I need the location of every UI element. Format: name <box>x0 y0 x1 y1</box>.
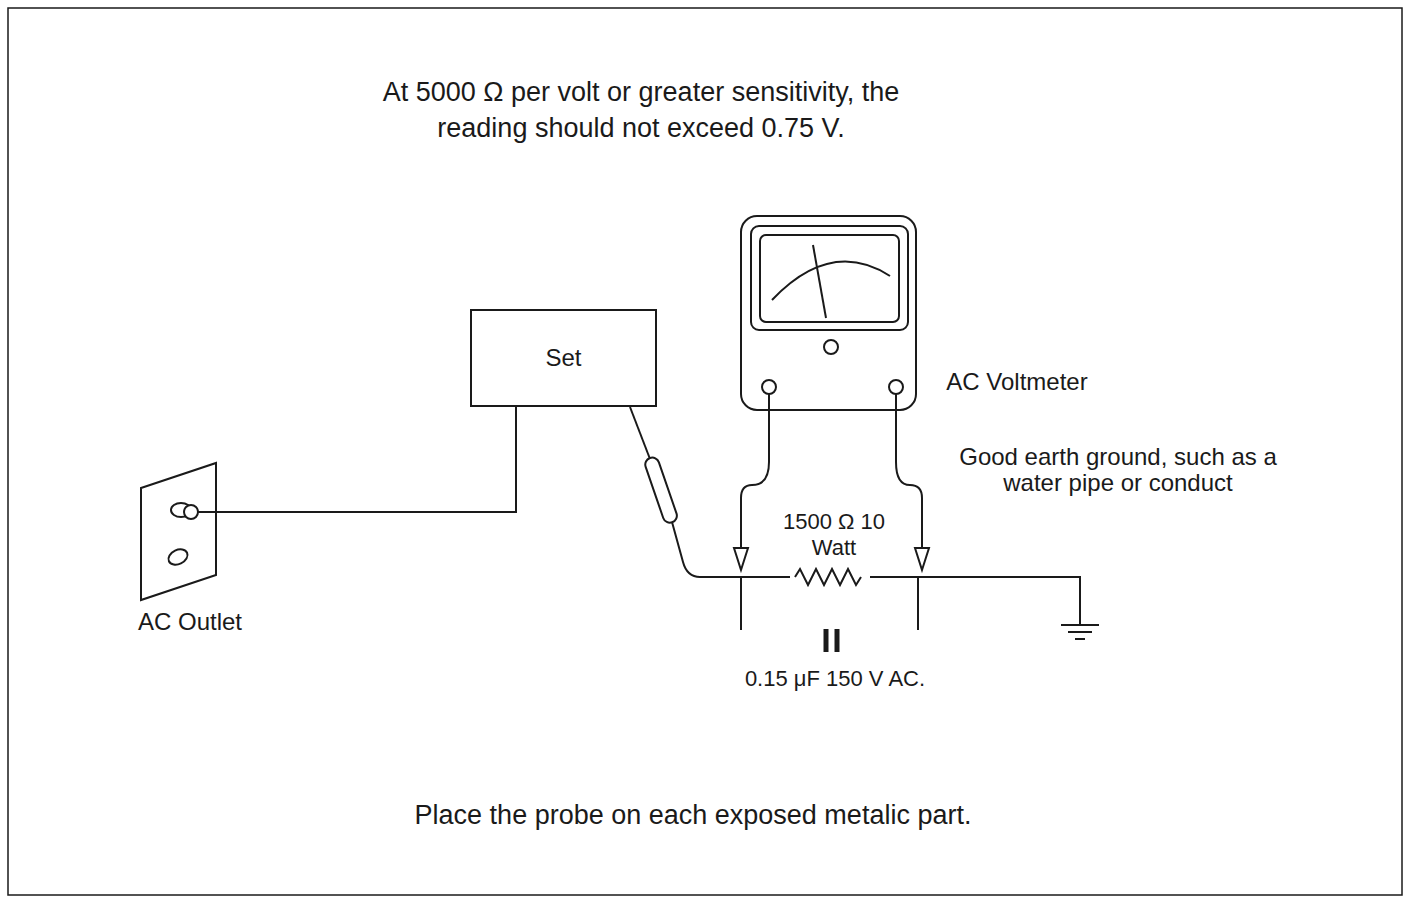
box-label: Set <box>545 344 581 372</box>
test-note: At 5000 Ω per volt or greater sensitivit… <box>383 77 899 143</box>
resistor-value: 1500 Ω 10 Watt <box>783 509 885 560</box>
capacitor-value: 0.15 μF 150 V AC. <box>745 666 925 691</box>
outlet-label: AC Outlet <box>138 608 242 635</box>
capacitor-value-box: 0.15 μF 150 V AC. <box>745 667 925 691</box>
ac-voltmeter <box>741 216 916 410</box>
test-probe <box>630 407 1080 625</box>
resistor-symbol <box>790 569 870 585</box>
meter-label: AC Voltmeter <box>946 368 1087 395</box>
frame <box>8 8 1402 895</box>
ground-note-box: Good earth ground, such as a water pipe … <box>946 444 1291 497</box>
test-note-box: At 5000 Ω per volt or greater sensitivit… <box>361 75 921 147</box>
instruction-note-box: Place the probe on each exposed metalic … <box>415 801 972 831</box>
resistor-value-box: 1500 Ω 10 Watt <box>779 509 889 562</box>
capacitor-symbol <box>741 577 918 652</box>
power-cord <box>198 407 516 512</box>
ground-note: Good earth ground, such as a water pipe … <box>959 443 1277 496</box>
instruction-note: Place the probe on each exposed metalic … <box>415 800 972 830</box>
ground-symbol <box>1061 625 1099 639</box>
meter-label-box: AC Voltmeter <box>946 369 1087 395</box>
outlet-label-box: AC Outlet <box>138 609 242 635</box>
device-box: Set <box>470 309 657 407</box>
ac-outlet <box>141 463 216 600</box>
meter-leads <box>734 394 929 570</box>
